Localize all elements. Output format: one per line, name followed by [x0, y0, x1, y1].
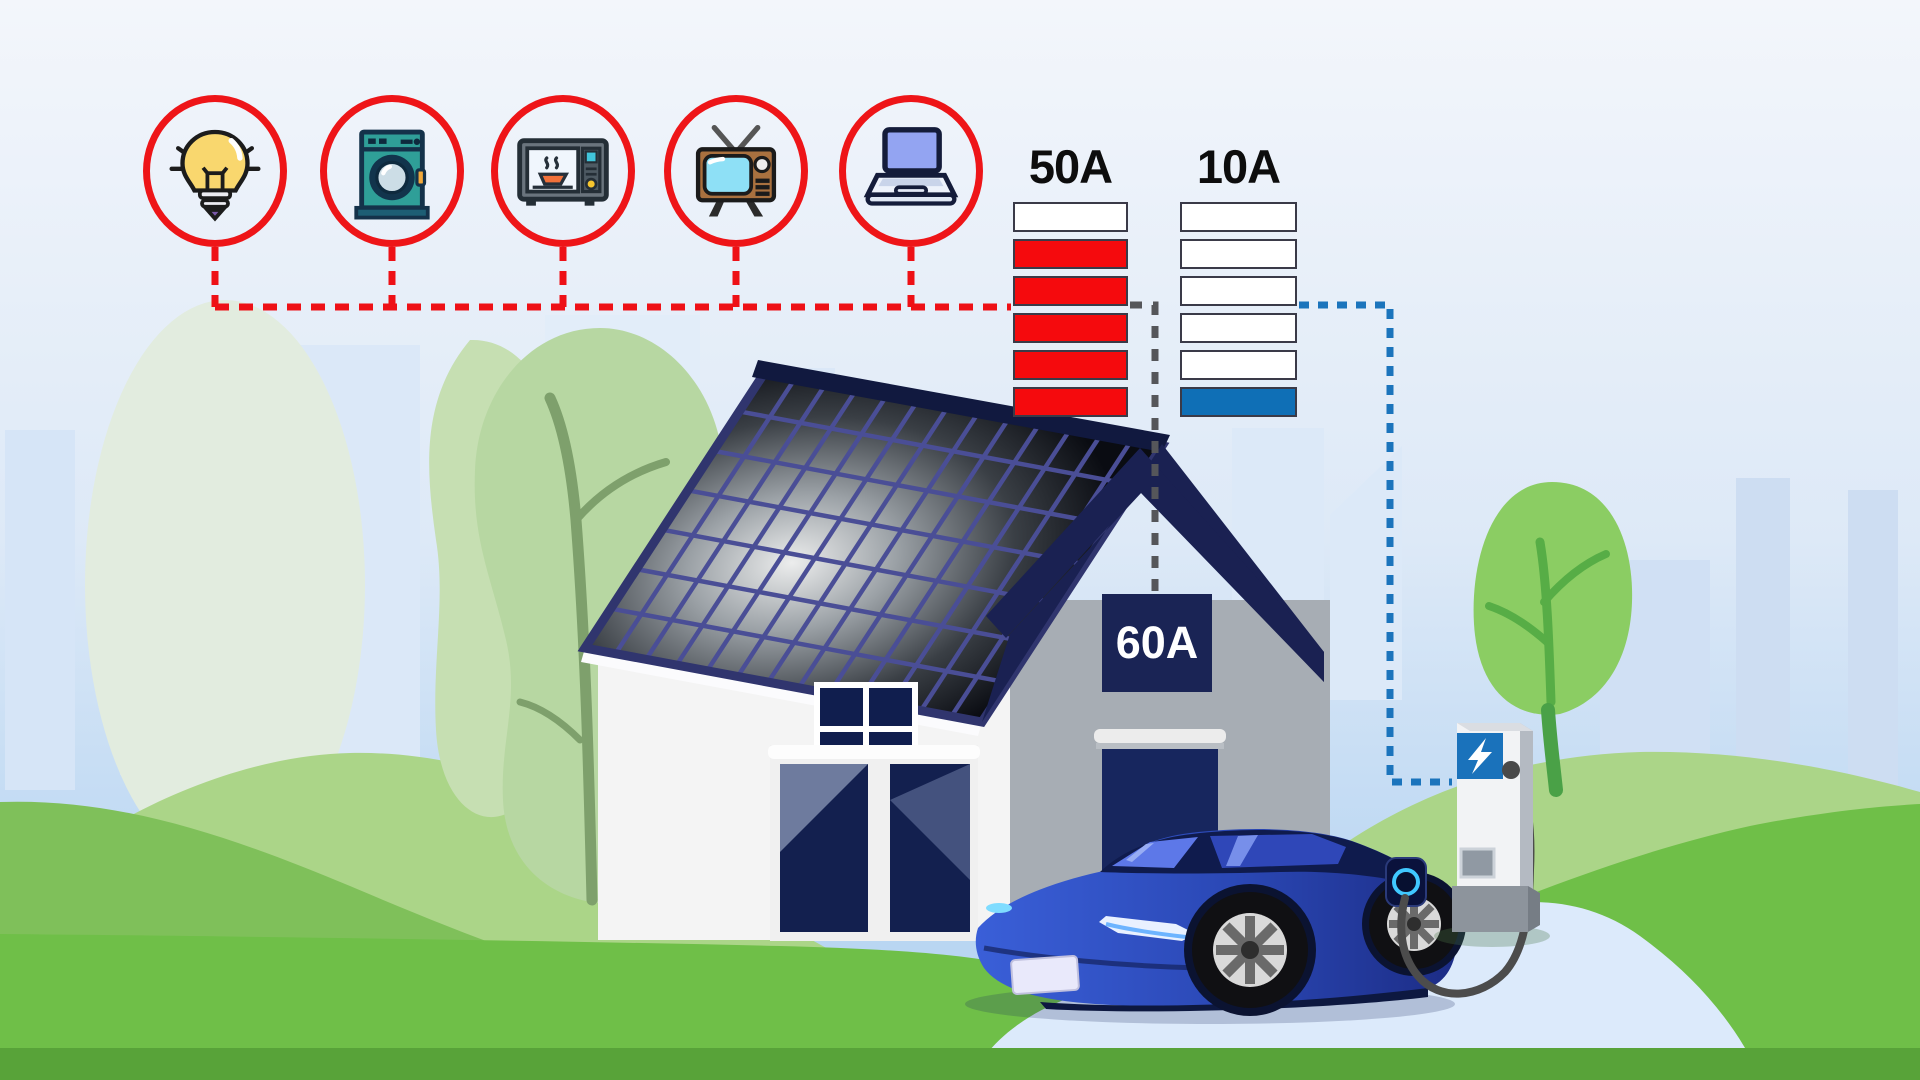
car-nose-light [986, 903, 1012, 913]
connector-meter-to-ev [1299, 301, 1452, 786]
front-wheel [1192, 892, 1308, 1008]
charger-base [1452, 886, 1528, 932]
connector-appliances-to-meter [211, 247, 1011, 311]
gauge-segment-load [1013, 350, 1128, 380]
washing-machine-icon [354, 129, 430, 220]
gauge-segment-empty [1180, 276, 1297, 306]
green-tree [1473, 482, 1633, 797]
appliances-load-gauge [1013, 202, 1128, 417]
ev-charging-station [1397, 723, 1550, 998]
gauge-segment-load [1013, 276, 1128, 306]
gauge-segment-load [1180, 387, 1297, 417]
car-rocker [1040, 988, 1428, 1012]
appliance-microwave [491, 95, 635, 247]
appliance-light-bulb [143, 95, 287, 247]
gauge-segment-empty [1180, 313, 1297, 343]
electric-car [975, 829, 1466, 1016]
gauge-segment-empty [1180, 239, 1297, 269]
appliance-television [664, 95, 808, 247]
appliance-washing-machine [320, 95, 464, 247]
gauge-segment-empty [1180, 350, 1297, 380]
gauge-label-appliances: 50A [1028, 139, 1113, 193]
main-breaker-label: 60A [1115, 617, 1199, 668]
roof-ridge [752, 360, 1170, 452]
gauge-segment-empty [1013, 202, 1128, 232]
patio-doors [768, 745, 980, 941]
tv-icon [695, 124, 777, 217]
gauge-segment-load [1013, 313, 1128, 343]
charger-screen [1459, 847, 1496, 879]
gauge-segment-load [1013, 387, 1128, 417]
cable-socket [1502, 761, 1520, 779]
light-bulb-icon [169, 129, 261, 222]
license-plate [1010, 955, 1080, 995]
pale-tree-silhouette [85, 300, 365, 870]
main-breaker-sign: 60A [1102, 594, 1212, 692]
connector-meter-to-house [1130, 301, 1159, 592]
grass-dark-band [0, 1048, 1920, 1080]
gauge-segment-empty [1180, 202, 1297, 232]
appliance-laptop [839, 95, 983, 247]
house [581, 360, 1330, 941]
lightning-bolt-icon [1468, 738, 1492, 774]
microwave-icon [517, 138, 609, 206]
laptop-icon [863, 127, 959, 206]
gauge-label-ev: 10A [1196, 139, 1281, 193]
ev-load-gauge [1180, 202, 1297, 417]
gauge-segment-load [1013, 239, 1128, 269]
